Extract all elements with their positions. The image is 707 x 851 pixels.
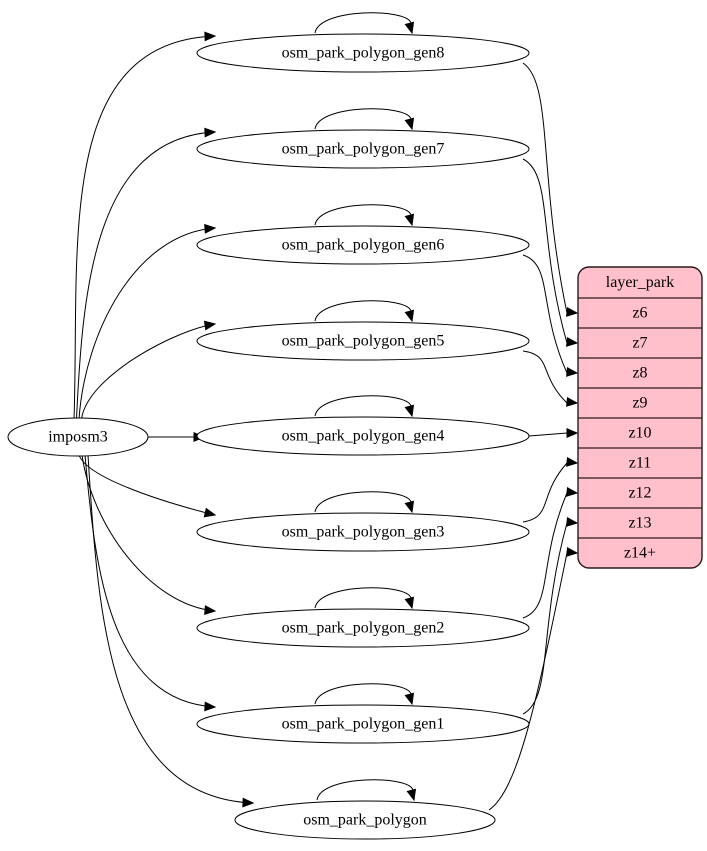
node-label-gen2: osm_park_polygon_gen2 (282, 620, 445, 637)
edge-gen6-to-z8 (522, 254, 568, 374)
edge-imposm3-to-gen5-arrowhead (203, 320, 217, 331)
edge-base-to-z14+ (488, 552, 568, 811)
edge-selfloop-base (316, 779, 414, 801)
node-ellipse-base (234, 800, 496, 840)
table-row-z11[interactable]: z11 (629, 455, 652, 472)
node-label-gen5: osm_park_polygon_gen5 (282, 333, 445, 350)
edge-gen3-to-z11-arrowhead (566, 456, 579, 467)
node-gen5[interactable]: osm_park_polygon_gen5 (196, 321, 530, 361)
node-label-imposm3: imposm3 (48, 429, 108, 446)
edge-gen4-to-z10-arrowhead (566, 428, 579, 438)
edge-imposm3-to-gen6-arrowhead (204, 223, 217, 234)
node-ellipse-gen4 (196, 416, 530, 456)
table-row-z14+[interactable]: z14+ (624, 545, 656, 562)
edge-imposm3-to-gen2-arrowhead (204, 605, 217, 615)
table-row-z13[interactable]: z13 (628, 515, 651, 532)
node-label-gen3: osm_park_polygon_gen3 (282, 524, 445, 541)
edge-selfloop-gen7-arrowhead (404, 117, 415, 131)
edge-selfloop-gen7 (314, 108, 412, 130)
edge-gen3-to-z11 (522, 462, 568, 523)
layer-park-table-header: layer_park (606, 274, 674, 291)
edge-gen7-to-z7-arrowhead (566, 336, 579, 347)
table-row-z12[interactable]: z12 (628, 485, 651, 502)
edge-gen6-to-z8-arrowhead (566, 366, 579, 377)
node-gen2[interactable]: osm_park_polygon_gen2 (196, 608, 530, 648)
node-label-base: osm_park_polygon (303, 812, 427, 829)
node-label-gen1: osm_park_polygon_gen1 (282, 716, 445, 733)
node-gen4[interactable]: osm_park_polygon_gen4 (196, 416, 530, 456)
edge-imposm3-to-base (87, 454, 254, 804)
nodes-layer: imposm3 osm_park_polygon_gen8 osm_park_pol… (7, 33, 530, 840)
edges-layer (73, 12, 579, 811)
node-ellipse-gen2 (196, 608, 530, 648)
node-ellipse-gen3 (196, 512, 530, 552)
edge-gen2-to-z12-arrowhead (566, 486, 579, 497)
node-label-gen7: osm_park_polygon_gen7 (282, 141, 445, 158)
table-row-z7[interactable]: z7 (632, 335, 647, 352)
node-gen3[interactable]: osm_park_polygon_gen3 (196, 512, 530, 552)
node-gen7[interactable]: osm_park_polygon_gen7 (196, 129, 530, 169)
edge-imposm3-to-gen6 (78, 227, 216, 420)
edge-gen5-to-z9 (522, 350, 568, 404)
edge-gen7-to-z7 (522, 158, 568, 344)
edge-imposm3-to-gen7 (76, 131, 216, 420)
edge-selfloop-gen3 (314, 491, 412, 513)
node-ellipse-gen1 (196, 704, 530, 744)
edge-imposm3-to-gen1 (84, 454, 216, 708)
node-ellipse-imposm3 (7, 417, 149, 457)
node-imposm3[interactable]: imposm3 (7, 417, 149, 457)
edge-selfloop-gen6 (314, 204, 412, 226)
table-layer: layer_park z6 z7 z8 z9 z10 z11 z12 z13 z14+ (577, 266, 703, 569)
edge-selfloop-gen5-arrowhead (404, 309, 415, 323)
edge-gen8-to-z6 (522, 62, 568, 314)
edge-gen8-to-z6-arrowhead (566, 306, 579, 317)
node-gen1[interactable]: osm_park_polygon_gen1 (196, 704, 530, 744)
node-ellipse-gen8 (196, 33, 530, 73)
edge-base-to-z14+-arrowhead (566, 546, 579, 557)
edge-selfloop-gen8-arrowhead (404, 21, 415, 35)
edge-gen5-to-z9-arrowhead (566, 396, 579, 407)
edge-selfloop-gen1-arrowhead (404, 692, 415, 706)
edge-selfloop-gen3-arrowhead (404, 500, 415, 514)
edge-selfloop-gen1 (314, 683, 412, 705)
edge-imposm3-to-gen3-arrowhead (203, 507, 217, 518)
edge-selfloop-gen4 (314, 395, 412, 417)
edge-imposm3-to-gen8-arrowhead (204, 31, 217, 42)
edge-gen2-to-z12 (522, 492, 568, 619)
node-gen6[interactable]: osm_park_polygon_gen6 (196, 225, 530, 265)
edge-imposm3-to-gen1-arrowhead (204, 701, 217, 712)
edge-imposm3-to-gen2 (81, 454, 216, 612)
edge-imposm3-to-base-arrowhead (242, 797, 255, 808)
edge-gen4-to-z10 (528, 432, 568, 437)
edge-gen1-to-z13-arrowhead (566, 516, 579, 527)
edge-imposm3-to-gen5 (81, 323, 216, 420)
node-label-gen4: osm_park_polygon_gen4 (282, 428, 445, 445)
node-base[interactable]: osm_park_polygon (234, 800, 496, 840)
edge-selfloop-gen2-arrowhead (404, 596, 415, 610)
node-ellipse-gen7 (196, 129, 530, 169)
edge-selfloop-base-arrowhead (406, 788, 417, 802)
table-row-z9[interactable]: z9 (632, 395, 647, 412)
table-row-z10[interactable]: z10 (628, 425, 651, 442)
edge-gen1-to-z13 (522, 522, 568, 715)
table-row-z8[interactable]: z8 (632, 365, 647, 382)
node-label-gen6: osm_park_polygon_gen6 (282, 237, 445, 254)
table-row-z6[interactable]: z6 (632, 305, 647, 322)
edge-imposm3-to-gen7-arrowhead (204, 127, 217, 138)
node-ellipse-gen5 (196, 321, 530, 361)
edge-imposm3-to-gen8 (73, 35, 216, 420)
edge-selfloop-gen4-arrowhead (404, 404, 415, 418)
edge-selfloop-gen5 (314, 300, 412, 322)
edge-selfloop-gen6-arrowhead (404, 213, 415, 227)
node-label-gen8: osm_park_polygon_gen8 (282, 45, 445, 62)
edge-imposm3-to-gen3 (78, 454, 216, 516)
node-ellipse-gen6 (196, 225, 530, 265)
node-gen8[interactable]: osm_park_polygon_gen8 (196, 33, 530, 73)
edge-selfloop-gen2 (314, 587, 412, 609)
edge-selfloop-gen8 (314, 12, 412, 34)
